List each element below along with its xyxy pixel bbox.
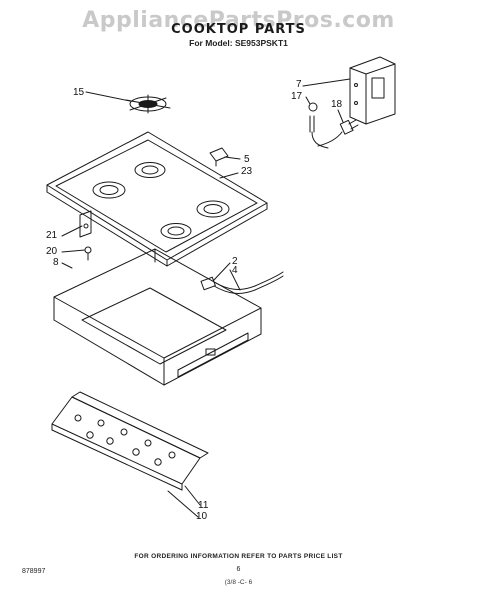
callout-18: 18: [331, 99, 343, 110]
callout-5: 5: [244, 154, 250, 165]
burner-box: [53, 248, 262, 386]
callout-7: 7: [296, 79, 302, 90]
callout-10: 10: [196, 511, 208, 522]
callout-2: 2: [232, 256, 238, 267]
spark-igniter: [308, 102, 329, 149]
watermark: AppliancePartsPros.com: [82, 8, 395, 33]
manifold-bracket: [79, 210, 92, 238]
mounting-screw: [84, 246, 92, 261]
callout-21: 21: [46, 230, 58, 241]
page-title: COOKTOP PARTS: [171, 22, 306, 37]
callout-8: 8: [53, 257, 59, 268]
model-line: For Model: SE953PSKT1: [189, 38, 288, 48]
side-bracket: [349, 56, 396, 125]
callout-20: 20: [46, 246, 58, 257]
cooktop-surface: [46, 131, 268, 267]
page-number: 6: [236, 566, 241, 573]
power-cord: [317, 119, 359, 147]
callout-17: 17: [291, 91, 303, 102]
burner-grate: [125, 94, 171, 114]
callout-11: 11: [198, 500, 209, 511]
callout-4: 4: [232, 265, 238, 276]
document-number: 878997: [22, 568, 46, 575]
revision-code: (3/8 -C- 6: [224, 579, 253, 586]
control-panel: [51, 391, 209, 491]
leader-lines: [61, 78, 351, 518]
ordering-info-footer: FOR ORDERING INFORMATION REFER TO PARTS …: [134, 553, 343, 560]
cooktop-bracket: [209, 147, 229, 167]
gas-valve: [200, 271, 284, 294]
callout-23: 23: [241, 166, 253, 177]
callout-15: 15: [73, 87, 85, 98]
